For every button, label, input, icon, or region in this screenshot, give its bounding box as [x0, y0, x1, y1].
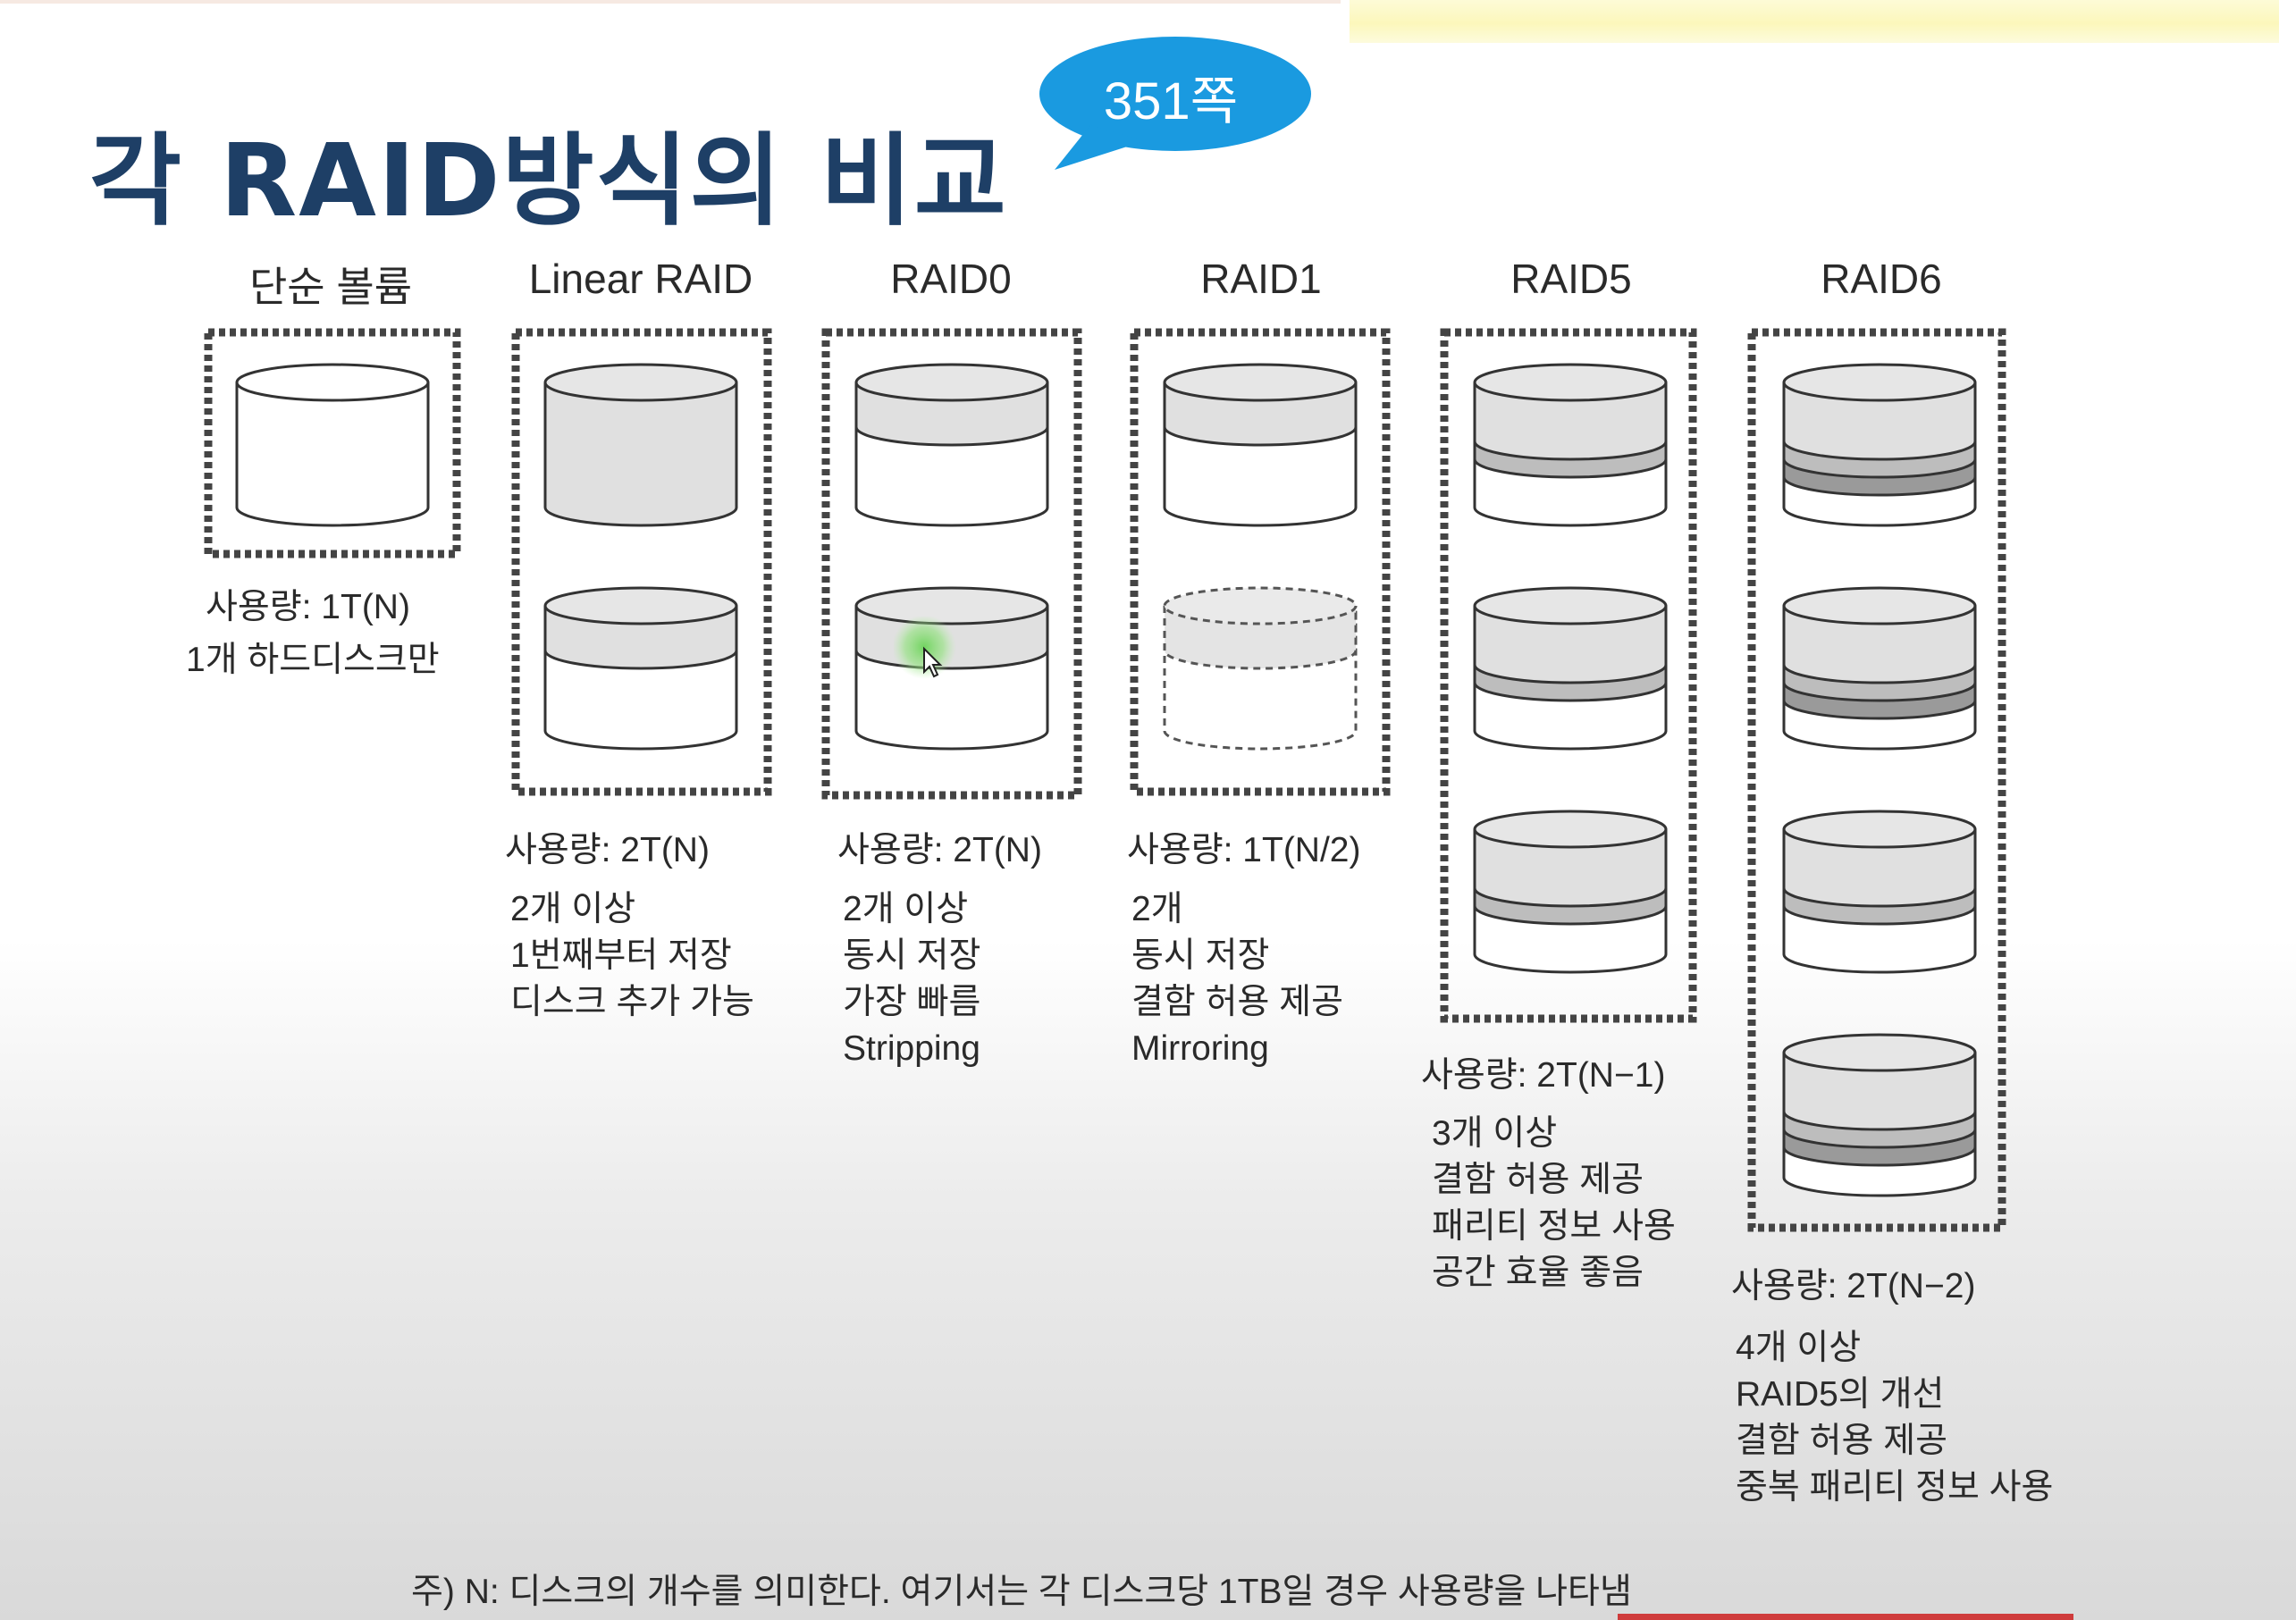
mouse-cursor-icon — [894, 617, 956, 679]
usage-linear: 사용량: 2T(N) — [505, 831, 710, 869]
desc-raid0: 2개 이상 동시 저장 가장 빠름 Stripping — [843, 886, 980, 1072]
desc-raid5: 3개 이상 결함 허용 제공 패리티 정보 사용 공간 효율 좋음 — [1432, 1111, 1676, 1297]
highlight-band — [1350, 0, 2279, 43]
column-title-raid5: RAID5 — [1510, 256, 1632, 302]
column-title-linear-raid: Linear RAID — [528, 256, 753, 302]
disk-raid1-1 — [1163, 363, 1358, 527]
disk-raid6-3 — [1782, 810, 1977, 974]
disk-raid6-1 — [1782, 363, 1977, 527]
desc-line: 1개 하드디스크만 — [186, 641, 440, 679]
volume-frame-raid0 — [821, 328, 1082, 800]
disk-raid5-2 — [1473, 586, 1668, 751]
desc-line: 공간 효율 좋음 — [1432, 1254, 1644, 1292]
column-title-simple-volume: 단순 볼륨 — [248, 264, 413, 310]
desc-linear: 2개 이상 1번째부터 저장 디스크 추가 가능 — [510, 886, 754, 1026]
desc-line: RAID5의 개선 — [1736, 1375, 1945, 1414]
desc-raid6: 4개 이상 RAID5의 개선 결함 허용 제공 중복 패리티 정보 사용 — [1736, 1325, 2053, 1511]
desc-line: 2개 — [1131, 890, 1183, 928]
disk-raid0-1 — [854, 363, 1049, 527]
desc-line: 3개 이상 — [1432, 1114, 1558, 1153]
top-accent-line — [0, 0, 1341, 4]
usage-raid1: 사용량: 1T(N/2) — [1127, 831, 1361, 869]
column-title-raid1: RAID1 — [1200, 256, 1322, 302]
disk-linear-2 — [543, 586, 738, 751]
desc-line: 디스크 추가 가능 — [510, 983, 754, 1021]
usage-simple: 사용량: 1T(N) — [206, 588, 410, 626]
desc-line: Stripping — [843, 1029, 980, 1068]
usage-raid5: 사용량: 2T(N−1) — [1421, 1056, 1666, 1095]
desc-line: 동시 저장 — [843, 936, 981, 975]
disk-raid5-3 — [1473, 810, 1668, 974]
volume-frame-raid6 — [1747, 328, 2006, 1232]
disk-raid6-4 — [1782, 1033, 1977, 1197]
desc-line: 결함 허용 제공 — [1131, 983, 1343, 1021]
desc-line: 4개 이상 — [1736, 1329, 1862, 1367]
desc-line: 1번째부터 저장 — [510, 936, 732, 975]
disk-raid1-mirror — [1163, 586, 1358, 751]
desc-line: 결함 허용 제공 — [1432, 1161, 1644, 1199]
desc-simple: 1개 하드디스크만 — [186, 637, 440, 684]
desc-line: 중복 패리티 정보 사용 — [1736, 1468, 2054, 1507]
desc-raid1: 2개 동시 저장 결함 허용 제공 Mirroring — [1131, 886, 1343, 1072]
footnote: 주) N: 디스크의 개수를 의미한다. 여기서는 각 디스크당 1TB일 경우… — [411, 1573, 1632, 1611]
desc-line: 가장 빠름 — [843, 983, 981, 1021]
volume-frame-raid1 — [1130, 328, 1391, 796]
desc-line: 2개 이상 — [843, 890, 969, 928]
slide-title: 각 RAID방식의 비교 — [89, 123, 1008, 239]
desc-line: 결함 허용 제공 — [1736, 1422, 1947, 1460]
column-title-raid6: RAID6 — [1821, 256, 1942, 302]
desc-line: 2개 이상 — [510, 890, 636, 928]
disk-simple-1 — [235, 363, 430, 527]
column-title-raid0: RAID0 — [890, 256, 1012, 302]
progress-accent-bar — [1618, 1614, 2073, 1620]
speech-bubble — [1039, 37, 1311, 170]
usage-raid0: 사용량: 2T(N) — [837, 831, 1042, 869]
page-reference: 351쪽 — [1103, 72, 1239, 130]
volume-frame-simple — [204, 328, 461, 558]
disk-raid6-2 — [1782, 586, 1977, 751]
desc-line: Mirroring — [1131, 1029, 1269, 1068]
disk-linear-1 — [543, 363, 738, 527]
desc-line: 패리티 정보 사용 — [1432, 1207, 1676, 1246]
volume-frame-raid5 — [1440, 328, 1697, 1023]
disk-raid5-1 — [1473, 363, 1668, 527]
desc-line: 동시 저장 — [1131, 936, 1270, 975]
usage-raid6: 사용량: 2T(N−2) — [1731, 1267, 1976, 1305]
volume-frame-linear — [511, 328, 772, 796]
